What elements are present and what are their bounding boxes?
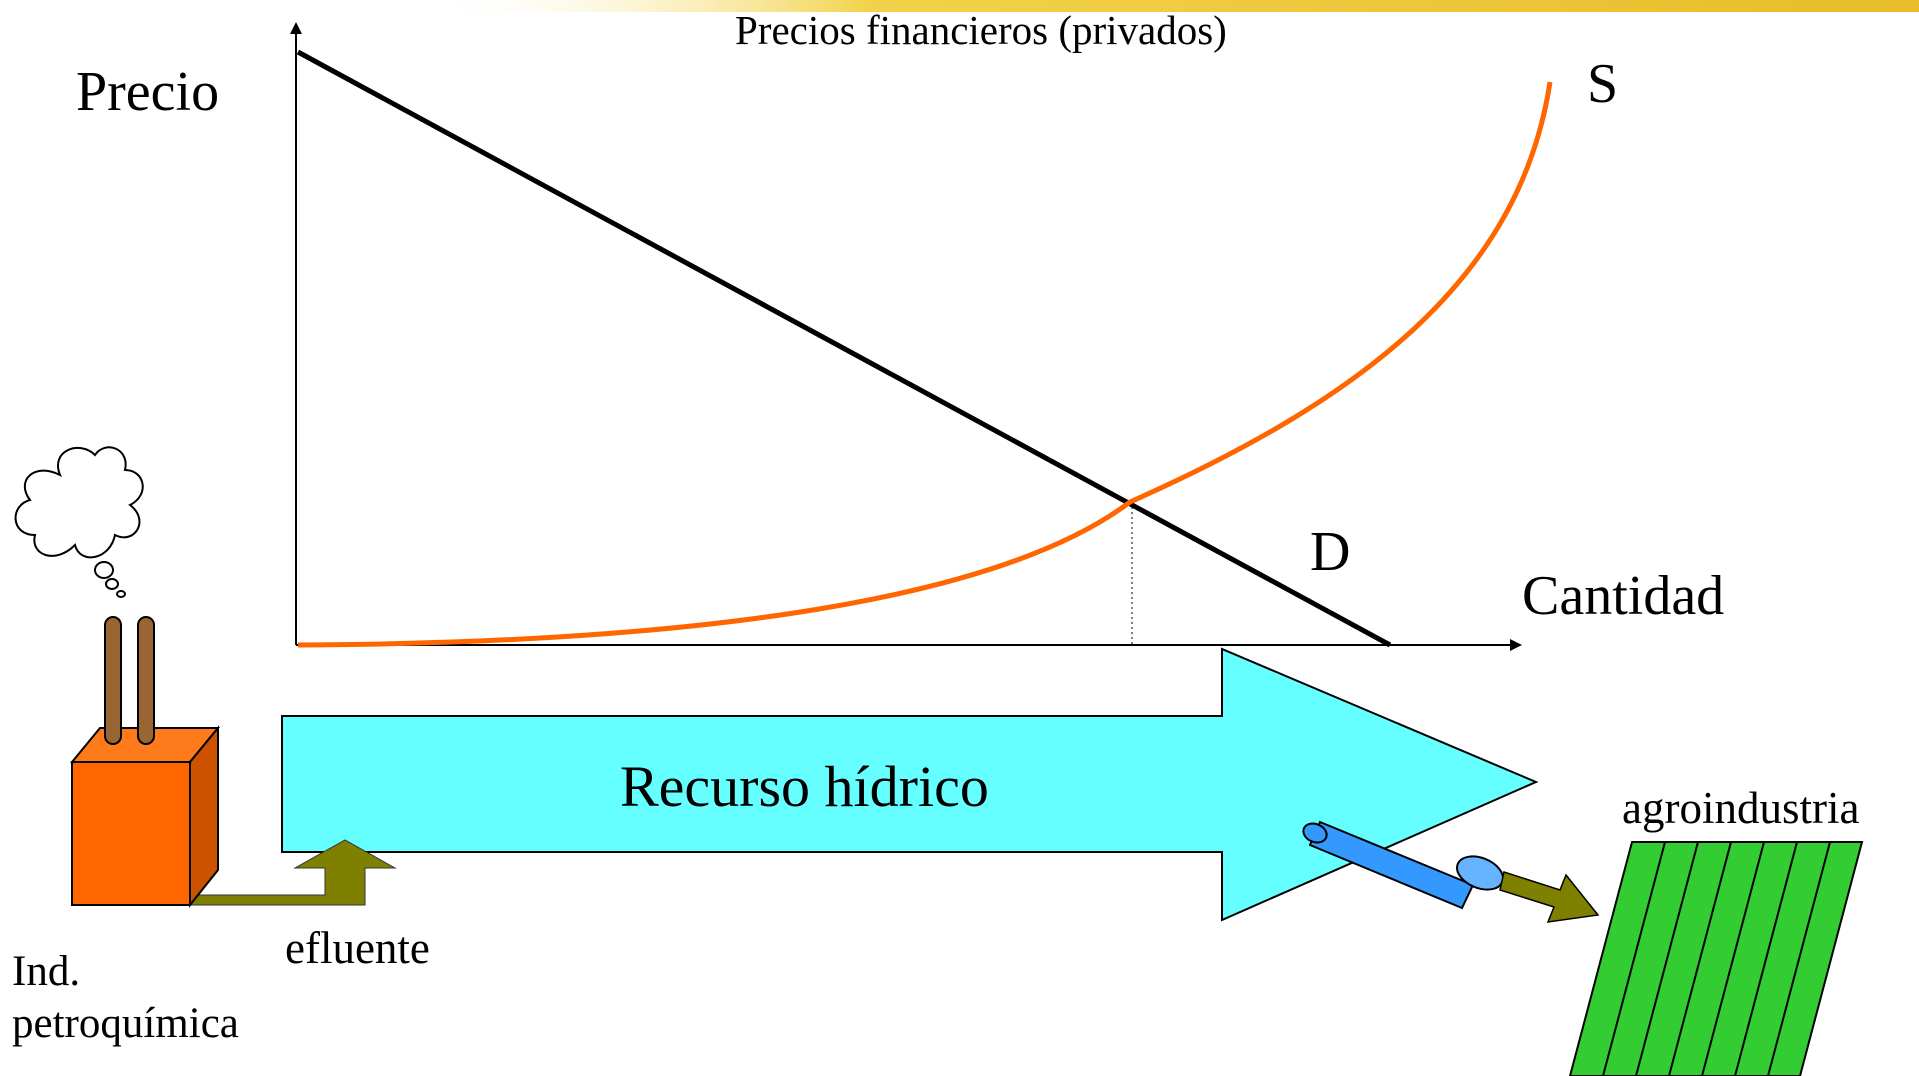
effluent-label: efluente [285,923,430,973]
x-axis-label: Cantidad [1522,565,1725,627]
field-shape [1568,841,1864,1076]
agroindustry-label: agroindustria [1622,783,1860,833]
pipe-start-cap [1302,822,1328,844]
factory-front [71,761,191,906]
field-rows [1602,841,1831,1076]
effluent-arrow [184,839,397,906]
pipe-outflow-arrow [1499,871,1600,923]
smoke-cloud [14,446,144,598]
supply-curve-label: S [1587,53,1619,115]
industry-label-line2: petroquímica [12,999,239,1047]
demand-line-label: D [1310,521,1351,583]
water-resource-label: Recurso hídrico [620,754,989,819]
chimney-left [104,616,122,745]
header-bar [420,0,1919,12]
water-pipe [1302,820,1504,910]
chimney-right [137,616,155,745]
chart-title: Precios financieros (privados) [735,7,1227,53]
industry-label: Ind. petroquímica [12,946,239,1049]
y-axis-label: Precio [76,61,220,123]
demand-line [296,49,1392,648]
petrochemical-factory [69,616,221,908]
supply-curve [297,81,1553,648]
agricultural-field [1568,841,1864,1076]
industry-label-line1: Ind. [12,948,81,995]
